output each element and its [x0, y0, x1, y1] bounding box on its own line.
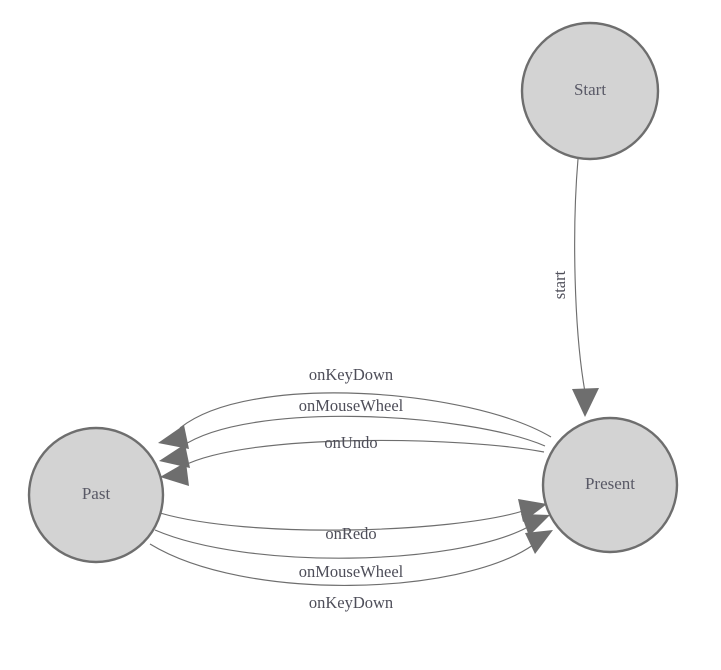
node-start-label: Start — [574, 80, 606, 99]
arrowhead-into-present-2 — [521, 514, 550, 536]
edge-past-to-present-onkeydown-line — [149, 543, 534, 586]
edge-present-to-past-onmousewheel-line — [180, 415, 546, 448]
edge-start-to-present[interactable]: start — [550, 158, 599, 417]
edge-past-to-present-onmousewheel-line — [154, 526, 529, 559]
arrowhead-into-past-1 — [158, 425, 189, 449]
edge-present-to-past-onkeydown-line — [179, 392, 552, 438]
edge-present-to-past-onundo[interactable]: onUndo — [160, 433, 545, 486]
node-present-label: Present — [585, 474, 635, 493]
node-present-circle — [541, 416, 679, 554]
edge-present-to-past-onundo-line — [182, 439, 545, 467]
node-start-circle — [520, 21, 660, 161]
edge-label-present-past-onundo: onUndo — [324, 433, 377, 452]
edge-past-to-present-onkeydown[interactable]: onKeyDown — [149, 530, 553, 612]
edge-past-to-present-onredo[interactable]: onRedo — [159, 499, 547, 543]
edge-label-past-present-onkeydown: onKeyDown — [309, 593, 393, 612]
arrowhead-into-present-3 — [525, 530, 553, 554]
node-present[interactable]: Present — [541, 416, 679, 554]
edge-label-start: start — [550, 270, 569, 299]
edge-past-to-present-onmousewheel[interactable]: onMouseWheel — [154, 514, 550, 581]
edge-label-past-present-onmousewheel: onMouseWheel — [299, 562, 404, 581]
edge-label-past-present-onredo: onRedo — [325, 524, 376, 543]
arrowhead-into-past-3 — [160, 462, 189, 486]
edge-past-to-present-onredo-line — [159, 510, 524, 531]
edge-start-to-present-line — [574, 158, 586, 393]
node-start[interactable]: Start — [520, 21, 660, 161]
edge-present-to-past-onkeydown[interactable]: onKeyDown — [158, 365, 552, 449]
node-past-label: Past — [82, 484, 111, 503]
node-past-circle — [27, 426, 165, 564]
node-past[interactable]: Past — [27, 426, 165, 564]
arrowhead-into-past-2 — [159, 444, 190, 468]
edge-label-present-past-onmousewheel: onMouseWheel — [299, 396, 404, 415]
edge-label-present-past-onkeydown: onKeyDown — [309, 365, 393, 384]
arrowhead-into-present-top — [572, 388, 599, 417]
edge-present-to-past-onmousewheel[interactable]: onMouseWheel — [159, 396, 546, 468]
